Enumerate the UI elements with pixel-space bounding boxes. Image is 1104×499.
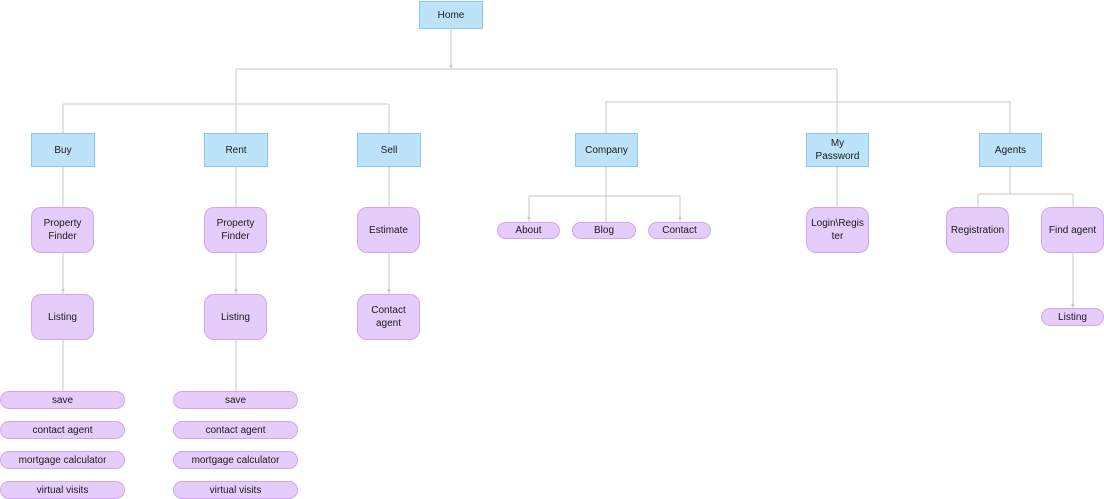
node-agents-find-agent: Find agent xyxy=(1041,207,1104,253)
node-company-about: About xyxy=(497,222,560,239)
node-rent: Rent xyxy=(204,133,268,167)
node-agents-registration: Registration xyxy=(946,207,1009,253)
node-company-label: Company xyxy=(585,144,628,156)
node-rent-save-label: save xyxy=(224,394,247,406)
node-buy-property-finder: Property Finder xyxy=(31,207,94,253)
node-login-register-label: Login\Register xyxy=(811,218,864,242)
node-buy-mortgage-calculator: mortgage calculator xyxy=(0,451,125,469)
node-agents-label: Agents xyxy=(994,144,1027,156)
node-rent-label: Rent xyxy=(225,144,247,156)
node-buy: Buy xyxy=(31,133,95,167)
node-login-register: Login\Register xyxy=(806,207,869,253)
node-home-label: Home xyxy=(437,9,465,21)
node-buy-save-label: save xyxy=(51,394,74,406)
node-company-about-label: About xyxy=(515,225,542,236)
node-agents-listing-label: Listing xyxy=(1058,311,1087,323)
node-my-password: My Password xyxy=(806,133,869,167)
node-agents-registration-label: Registration xyxy=(950,224,1005,236)
node-rent-mortgage-calculator-label: mortgage calculator xyxy=(191,454,280,466)
node-buy-listing-label: Listing xyxy=(48,311,77,323)
node-my-password-label: My Password xyxy=(815,138,860,162)
node-buy-listing: Listing xyxy=(31,294,94,340)
node-rent-contact-agent: contact agent xyxy=(173,421,298,439)
node-agents-find-agent-label: Find agent xyxy=(1048,224,1097,236)
node-buy-contact-agent: contact agent xyxy=(0,421,125,439)
node-company-blog-label: Blog xyxy=(593,225,614,236)
node-sell-estimate: Estimate xyxy=(357,207,420,253)
node-buy-property-finder-label: Property Finder xyxy=(43,218,82,242)
node-company-contact-label: Contact xyxy=(662,225,697,236)
node-buy-virtual-visits: virtual visits xyxy=(0,481,125,499)
node-rent-virtual-visits: virtual visits xyxy=(173,481,298,499)
node-buy-label: Buy xyxy=(54,144,72,156)
node-sell-label: Sell xyxy=(380,144,398,156)
node-rent-property-finder: Property Finder xyxy=(204,207,267,253)
node-buy-virtual-visits-label: virtual visits xyxy=(36,484,89,496)
node-buy-contact-agent-label: contact agent xyxy=(32,424,93,436)
node-rent-property-finder-label: Property Finder xyxy=(216,218,255,242)
node-sell-contact-agent-label: Contact agent xyxy=(371,305,406,329)
node-rent-mortgage-calculator: mortgage calculator xyxy=(173,451,298,469)
node-agents: Agents xyxy=(979,133,1042,167)
node-buy-mortgage-calculator-label: mortgage calculator xyxy=(18,454,107,466)
node-rent-save: save xyxy=(173,391,298,409)
node-sell-contact-agent: Contact agent xyxy=(357,294,420,340)
node-rent-listing-label: Listing xyxy=(221,311,250,323)
node-company-contact: Contact xyxy=(648,222,711,239)
node-company: Company xyxy=(575,133,638,167)
node-home: Home xyxy=(419,1,483,29)
node-rent-listing: Listing xyxy=(204,294,267,340)
node-buy-save: save xyxy=(0,391,125,409)
node-agents-listing: Listing xyxy=(1041,308,1104,326)
node-sell-estimate-label: Estimate xyxy=(369,224,408,236)
node-sell: Sell xyxy=(357,133,421,167)
node-company-blog: Blog xyxy=(572,222,636,239)
node-rent-contact-agent-label: contact agent xyxy=(205,424,266,436)
node-rent-virtual-visits-label: virtual visits xyxy=(209,484,262,496)
